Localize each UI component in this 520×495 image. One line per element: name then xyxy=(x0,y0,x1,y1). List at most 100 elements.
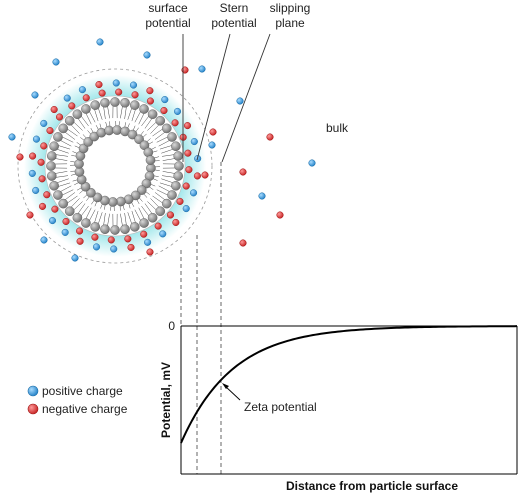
negative-ion xyxy=(276,211,284,219)
positive-ion xyxy=(308,159,316,167)
positive-ion xyxy=(144,238,152,246)
negative-ion xyxy=(50,105,58,114)
positive-ion xyxy=(48,217,57,225)
negative-ion xyxy=(76,237,84,245)
positive-ion xyxy=(161,96,169,104)
lipid-head xyxy=(64,115,75,126)
negative-ion xyxy=(183,122,192,130)
lipid-head xyxy=(46,161,56,171)
negative-ion xyxy=(38,202,47,210)
potential-plot: 0 Potential, mV Distance from particle s… xyxy=(159,319,518,493)
lipid-head xyxy=(74,159,84,169)
negative-ion xyxy=(115,88,123,96)
zeta-arrowhead xyxy=(222,383,229,389)
negative-ion xyxy=(185,166,193,174)
lipid-head xyxy=(64,206,75,217)
lipid-head xyxy=(173,171,184,181)
negative-ion xyxy=(209,128,217,136)
positive-ion xyxy=(8,133,16,141)
negative-ion xyxy=(124,235,132,243)
lipid-head xyxy=(147,212,158,223)
negative-ion xyxy=(176,197,184,205)
zeta-arrow-line xyxy=(224,385,241,401)
negative-ion xyxy=(146,248,154,256)
positive-ion xyxy=(40,236,48,244)
lipid-head xyxy=(145,155,156,165)
positive-ion xyxy=(159,230,167,238)
lipid-head xyxy=(129,222,140,232)
lipid-head xyxy=(72,109,83,120)
x-axis-label: Distance from particle surface xyxy=(286,479,458,493)
lipid-head xyxy=(49,180,59,191)
negative-ion xyxy=(26,211,34,219)
lipid-head xyxy=(78,143,89,154)
ion-cloud xyxy=(8,38,316,262)
negative-ion xyxy=(166,211,175,219)
lipid-head xyxy=(58,123,69,134)
lipid-head xyxy=(92,192,103,203)
lipid-head xyxy=(110,97,120,107)
lipid-head xyxy=(53,190,63,200)
lipid-head xyxy=(167,190,177,200)
lipid-head xyxy=(100,97,110,108)
negative-ion xyxy=(68,102,76,110)
positive-ion xyxy=(40,119,48,127)
lipid-head xyxy=(46,171,57,181)
positive-ion xyxy=(63,94,71,102)
negative-ion xyxy=(140,230,148,238)
particle-outer-ring xyxy=(44,95,186,237)
positive-ion xyxy=(208,141,216,149)
bulk-label: bulk xyxy=(326,121,349,135)
positive-ion xyxy=(112,79,120,87)
lipid-head xyxy=(139,218,149,228)
surface-potential-label-1: surface xyxy=(148,1,188,15)
negative-ion xyxy=(160,106,168,115)
negative-ion xyxy=(55,113,64,121)
lipid-head xyxy=(134,134,144,145)
negative-ion xyxy=(127,243,135,251)
positive-ion xyxy=(190,138,198,146)
lipid-head xyxy=(127,129,138,140)
lipid-head xyxy=(86,187,96,198)
lipid-head xyxy=(112,125,122,135)
negative-ion xyxy=(146,97,154,105)
lipid-head xyxy=(173,151,184,161)
positive-ion xyxy=(198,65,206,73)
stern-pointer-line xyxy=(196,33,231,161)
lipid-head xyxy=(146,163,156,173)
surface-potential-label-2: potential xyxy=(145,16,190,30)
negative-ion xyxy=(146,87,154,95)
lipid-head xyxy=(129,100,140,110)
zero-tick-label: 0 xyxy=(168,319,175,333)
legend-negative-label: negative charge xyxy=(42,402,128,416)
positive-ion xyxy=(61,228,69,236)
legend-positive-marker xyxy=(27,385,39,397)
negative-ion xyxy=(131,91,139,99)
positive-ion xyxy=(31,91,39,99)
negative-ion xyxy=(46,127,54,135)
negative-ion xyxy=(154,222,162,230)
negative-ion xyxy=(171,119,179,127)
positive-ion xyxy=(236,97,244,105)
lipid-head xyxy=(141,178,152,189)
lipid-head xyxy=(90,222,101,232)
positive-ion xyxy=(258,192,266,200)
positive-ion xyxy=(110,245,118,253)
lipid-head xyxy=(110,225,120,235)
legend-negative-marker xyxy=(27,403,39,415)
negative-ion xyxy=(98,89,106,97)
stern-potential-label-2: potential xyxy=(211,16,256,30)
lipid-head xyxy=(81,104,91,114)
negative-ion xyxy=(239,168,247,176)
lipid-head xyxy=(174,161,184,171)
positive-ion xyxy=(78,86,86,94)
lipid-head xyxy=(104,125,114,136)
lipid-head xyxy=(74,167,85,177)
positive-ion xyxy=(71,254,79,262)
lipid-head xyxy=(139,104,149,114)
negative-ion xyxy=(239,239,247,247)
negative-ion xyxy=(201,171,209,179)
particle xyxy=(8,38,316,264)
lipid-head xyxy=(72,212,83,223)
